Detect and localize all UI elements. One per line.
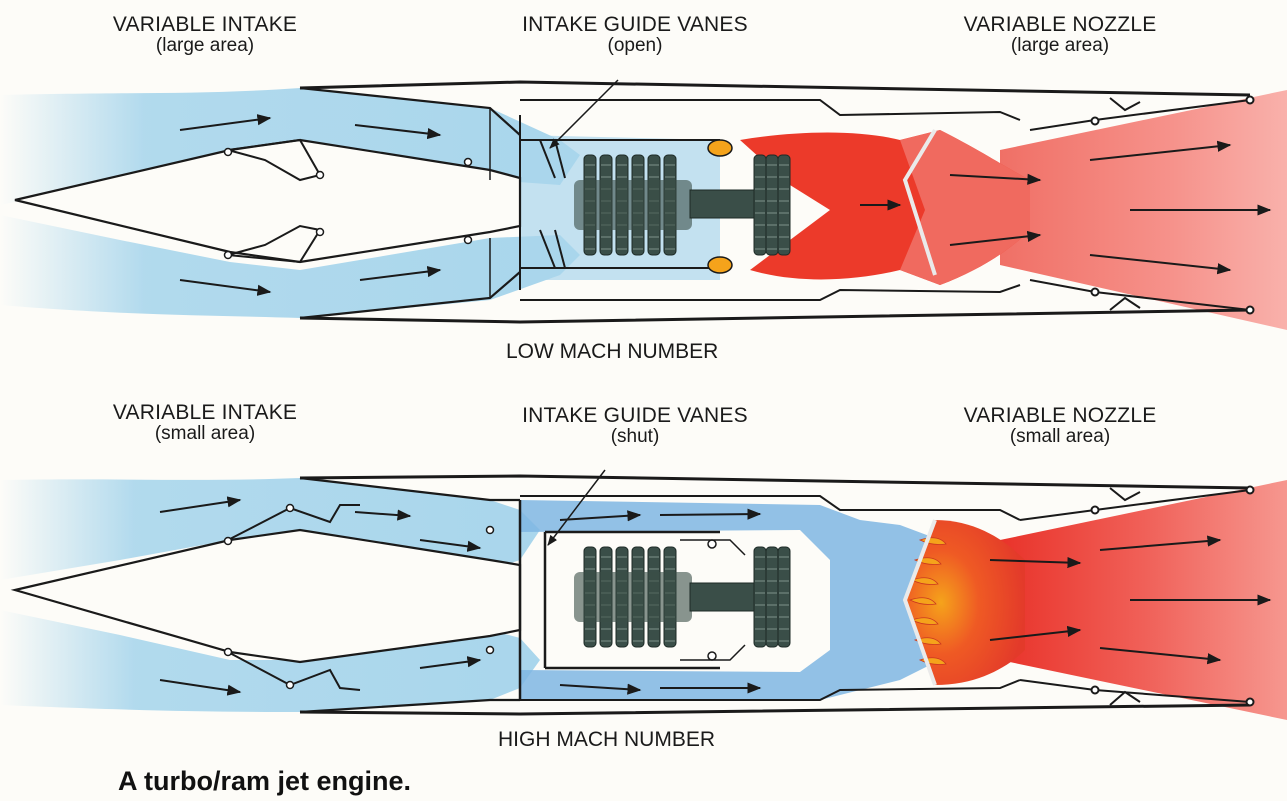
- high-compressor: [574, 547, 790, 647]
- low-mach-engine: [0, 80, 1287, 330]
- high-mach-engine: [0, 470, 1287, 720]
